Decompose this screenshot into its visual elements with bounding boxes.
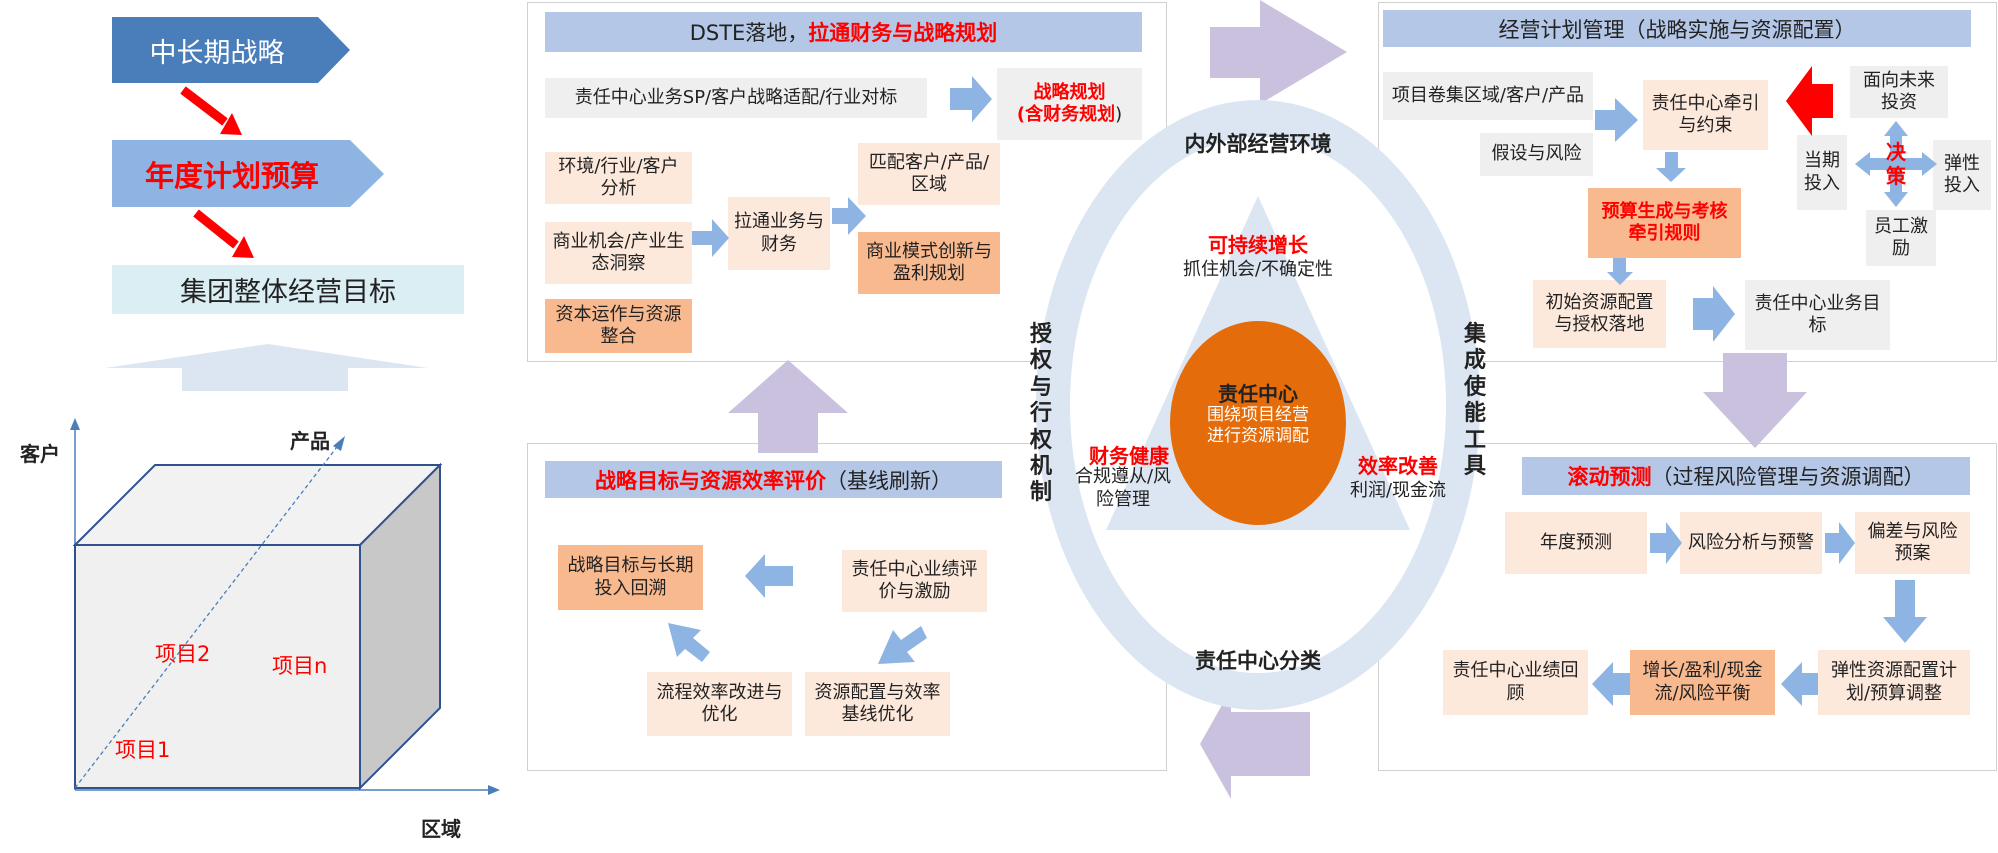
axis-customer-arrow [70,418,80,430]
roll-header: 滚动预测（过程风险管理与资源调配） [1522,457,1970,495]
arrow-sp-to-strategy [950,76,992,122]
plan-flex-box: 弹性投入 [1933,140,1991,210]
center-left-label: 授权与行权机制 [1029,322,1052,506]
roll-panel [1378,443,1997,771]
red-arrow-1 [180,86,228,126]
plan-future-box: 面向未来投资 [1850,66,1948,118]
axis-customer-label: 客户 [20,442,60,466]
red-arrow-1-head [220,113,242,135]
arrow-dev-to-elastic [1883,580,1927,643]
roll-elastic-box: 弹性资源配置计划/预算调整 [1818,650,1970,715]
plan-current-box: 当期投入 [1797,135,1847,210]
review-header: 战略目标与资源效率评价（基线刷新） [545,461,1002,498]
review-perf-box: 责任中心业绩评价与激励 [842,550,987,612]
center-right-label: 集成使能工具 [1463,322,1486,479]
arrow-init-to-target [1693,286,1735,342]
axis-region-label: 区域 [421,817,461,841]
center-top-label: 内外部经营环境 [1184,132,1332,156]
roll-dev-box: 偏差与风险预案 [1855,512,1970,574]
step-group-target: 集团整体经营目标 [180,277,396,308]
plan-assume-box: 假设与风险 [1480,133,1593,176]
roll-grow-box: 增长/盈利/现金流/风险平衡 [1630,650,1775,715]
purple-arrow-down [1703,353,1807,448]
dste-biz-box: 商业机会/产业生态洞察 [545,222,692,284]
plan-lead-box: 责任中心牵引与约束 [1643,80,1768,150]
arrow-perf-to-goal [745,554,793,598]
red-arrow-2 [193,209,239,249]
left-graphics [70,17,500,795]
review-alloc-box: 资源配置与效率基线优化 [805,672,950,736]
project-2-label: 项目2 [155,642,211,666]
fin-text: 合规遵从/风险管理 [1074,466,1172,510]
axis-product-label: 产品 [290,429,330,453]
chevron-long-term-strategy [112,17,350,83]
group-target-box [112,265,464,314]
center-bottom-label: 责任中心分类 [1195,649,1321,673]
purple-arrow-right [1210,0,1347,104]
red-arrow-2-head [232,236,254,258]
dste-env-box: 环境/行业/客户分析 [545,152,692,204]
dste-match-box: 匹配客户/产品/区域 [858,143,1000,205]
growth-text: 抓住机会/不确定性 [1182,259,1334,280]
plan-init-box: 初始资源配置与授权落地 [1533,280,1666,348]
arrow-annual-to-risk [1650,522,1682,564]
dste-header: DSTE落地，拉通财务与战略规划 [545,12,1142,52]
arrow-proj-to-lead [1595,98,1638,142]
arrow-to-link [692,219,729,257]
step-long-term-strategy: 中长期战略 [149,37,285,69]
arrow-link-to-match [832,197,866,235]
dste-strategy-box: 战略规划 (含财务规划) [997,68,1142,140]
dste-sp-box: 责任中心业务SP/客户战略适配/行业对标 [545,78,927,118]
review-goal-box: 战略目标与长期投入回溯 [558,545,703,610]
product-axis-arrow [333,436,345,451]
project-1-label: 项目1 [115,738,171,762]
arrow-flow-to-goal [668,623,710,662]
review-flow-box: 流程效率改进与优化 [647,672,792,736]
dste-model-box: 商业模式创新与盈利规划 [858,232,1000,294]
plan-budget-box: 预算生成与考核牵引规则 [1588,188,1741,258]
roll-annual-box: 年度预测 [1505,512,1647,574]
axis-region-arrow [488,785,500,795]
arrow-risk-to-dev [1825,522,1855,564]
step-annual-budget: 年度计划预算 [144,158,319,193]
purple-arrow-up [728,360,848,453]
core-circle [1170,321,1346,525]
fin-title: 财务健康 [1089,444,1169,468]
eff-text: 利润/现金流 [1349,480,1447,501]
arrow-perf-to-alloc [878,626,927,664]
roll-risk-box: 风险分析与预警 [1680,512,1822,574]
decision-cross-arrow [1855,121,1937,207]
product-axis-dashed [74,442,341,789]
core-text: 围绕项目经营进行资源调配 [1207,405,1309,447]
dste-capital-box: 资本运作与资源整合 [545,299,692,353]
red-arrow-decision [1786,66,1833,136]
plan-proj-box: 项目卷集区域/客户/产品 [1383,72,1593,120]
arrow-elastic-to-grow [1781,662,1818,706]
plan-decision-label: 决策 [1886,140,1906,188]
growth-title: 可持续增长 [1208,233,1308,257]
dste-link-box: 拉通业务与财务 [728,197,830,270]
plan-staff-box: 员工激励 [1866,210,1936,266]
arrow-budget-to-init [1607,258,1633,285]
arrow-grow-to-review [1592,662,1630,706]
core-title: 责任中心 [1218,382,1298,406]
eff-title: 效率改善 [1358,454,1438,478]
purple-arrow-left [1200,689,1310,799]
arrow-lead-to-budget [1656,152,1686,182]
up-arrow-light [105,344,428,391]
plan-header: 经营计划管理（战略实施与资源配置） [1383,10,1971,47]
plan-target-box: 责任中心业务目标 [1745,280,1890,350]
roll-review-box: 责任中心业绩回顾 [1443,650,1588,715]
chevron-annual-budget [112,140,384,207]
cube-front [74,544,361,789]
project-n-label: 项目n [272,654,328,678]
